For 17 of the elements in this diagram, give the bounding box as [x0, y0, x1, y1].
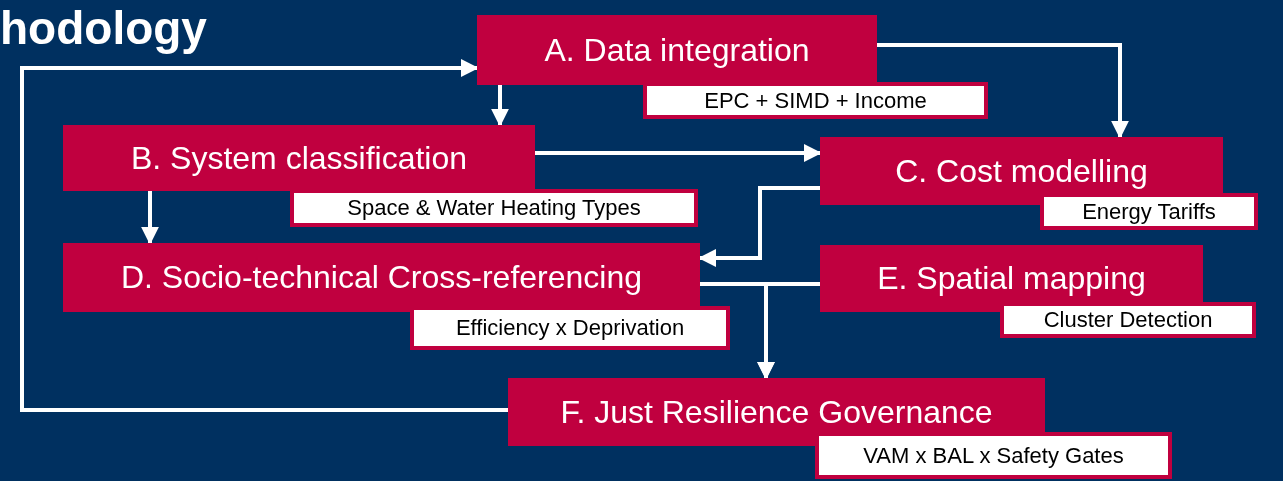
data-source-tag: EPC + SIMD + Income — [643, 82, 988, 119]
step-box: A. Data integration — [477, 15, 877, 85]
data-source-tag: Energy Tariffs — [1040, 193, 1258, 230]
data-source-tag: VAM x BAL x Safety Gates — [815, 432, 1172, 479]
arrow — [141, 191, 159, 245]
data-source-tag: Space & Water Heating Types — [290, 189, 698, 227]
arrow — [20, 59, 508, 412]
data-source-tag: Efficiency x Deprivation — [410, 306, 730, 350]
step-box: E. Spatial mapping — [820, 245, 1203, 312]
arrow — [877, 43, 1129, 139]
step-box: F. Just Resilience Governance — [508, 378, 1045, 446]
step-box: D. Socio-technical Cross-referencing — [63, 243, 700, 312]
arrow — [491, 85, 509, 127]
arrow — [535, 144, 822, 162]
data-source-tag: Cluster Detection — [1000, 302, 1256, 338]
step-box: B. System classification — [63, 125, 535, 191]
slide-title: hodology — [0, 1, 207, 56]
